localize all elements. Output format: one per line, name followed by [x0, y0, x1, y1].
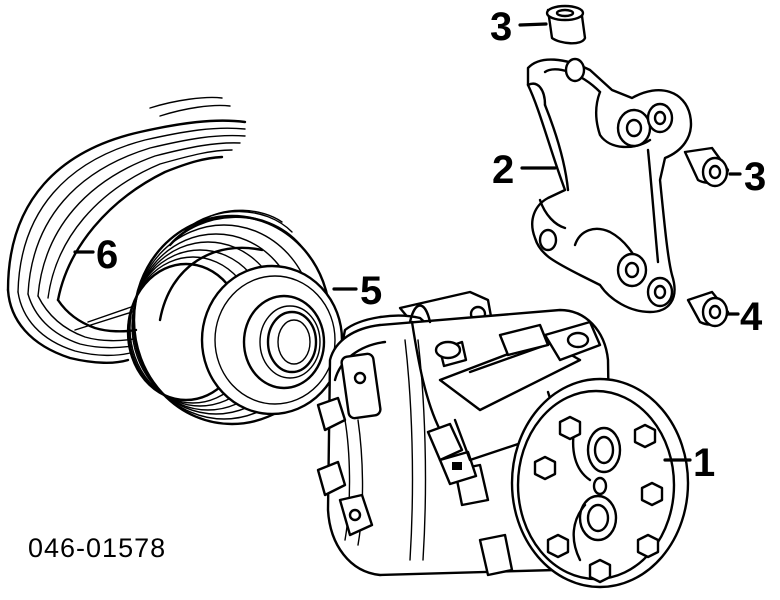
leader-lines — [73, 22, 742, 462]
mounting-bracket — [526, 57, 693, 314]
drive-belt — [6, 96, 247, 364]
callout-4: 4 — [740, 295, 763, 339]
bushing-top — [545, 4, 587, 45]
callout-3-top: 3 — [490, 5, 512, 49]
callout-1: 1 — [693, 441, 715, 485]
compressor — [316, 290, 690, 589]
callout-6: 6 — [96, 233, 118, 277]
part-number: 046-01578 — [28, 533, 166, 563]
callout-2: 2 — [492, 148, 514, 192]
bolt-heads — [533, 415, 664, 584]
callout-labels: 3 2 3 4 5 6 1 — [96, 5, 766, 485]
bushing-right — [683, 146, 730, 188]
callout-3-right: 3 — [744, 155, 766, 199]
pulley-clutch — [126, 209, 344, 426]
bushing-lower — [686, 290, 730, 328]
callout-5: 5 — [360, 269, 382, 313]
